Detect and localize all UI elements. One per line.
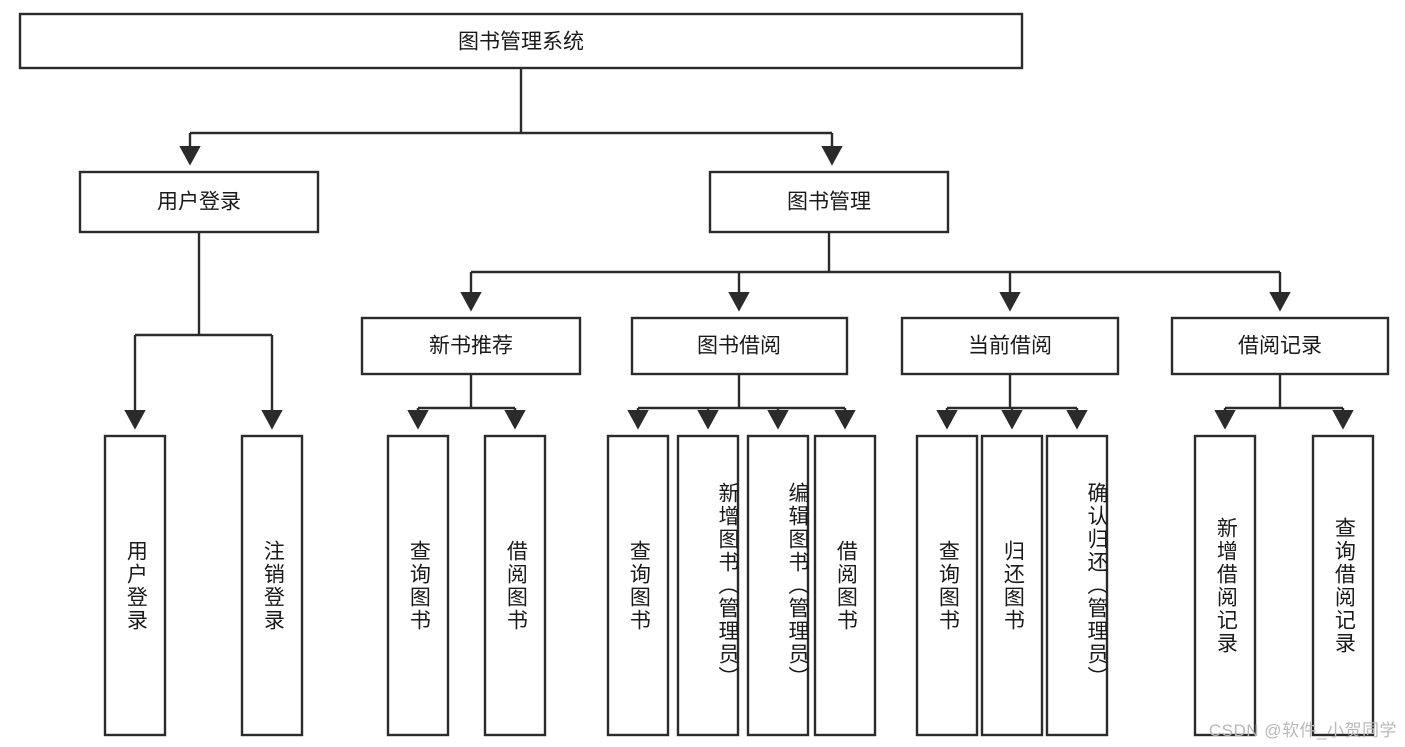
node-root-label: 图书管理系统	[458, 31, 584, 54]
connector-new-book-recommend-to-leaves	[407, 374, 526, 430]
connector-book-manage-to-level3	[460, 232, 1291, 312]
leaf-box-query-record[interactable]	[1311, 434, 1375, 737]
node-user-login-label: 用户登录	[157, 191, 241, 214]
node-book-manage-label: 图书管理	[787, 191, 871, 214]
node-root[interactable]: 图书管理系统	[18, 12, 1024, 70]
leaf-boxes	[103, 434, 1375, 737]
node-book-borrow[interactable]: 图书借阅	[630, 316, 849, 376]
leaf-box-add-record[interactable]	[1193, 434, 1257, 737]
leaf-box-borrow-book-2[interactable]	[813, 434, 877, 737]
leaf-box-query-book-2[interactable]	[606, 434, 670, 737]
leaf-box-user-login[interactable]	[103, 434, 167, 737]
leaf-box-edit-book[interactable]	[746, 434, 810, 737]
node-book-borrow-label: 图书借阅	[697, 335, 781, 358]
leaf-box-confirm-return[interactable]	[1045, 434, 1109, 737]
node-borrow-record-label: 借阅记录	[1238, 335, 1322, 358]
connector-root-to-level2	[179, 68, 843, 166]
node-current-borrow[interactable]: 当前借阅	[900, 316, 1120, 376]
node-borrow-record[interactable]: 借阅记录	[1170, 316, 1390, 376]
node-user-login[interactable]: 用户登录	[78, 170, 320, 234]
leaf-box-borrow-book-1[interactable]	[483, 434, 547, 737]
node-current-borrow-label: 当前借阅	[968, 335, 1052, 358]
node-new-book-recommend[interactable]: 新书推荐	[360, 316, 582, 376]
leaf-box-query-book-3[interactable]	[915, 434, 979, 737]
connector-current-borrow-to-leaves	[936, 374, 1088, 430]
connector-user-login-to-leaves	[124, 232, 283, 430]
node-book-manage[interactable]: 图书管理	[708, 170, 950, 234]
csdn-watermark: CSDN @软件_小贺同学	[1208, 721, 1397, 740]
leaf-box-add-book[interactable]	[676, 434, 740, 737]
leaf-box-user-logout[interactable]	[240, 434, 304, 737]
leaf-box-return-book[interactable]	[980, 434, 1044, 737]
leaf-box-query-book-1[interactable]	[386, 434, 450, 737]
connector-borrow-record-to-leaves	[1214, 374, 1354, 430]
node-new-book-recommend-label: 新书推荐	[429, 335, 513, 358]
connector-book-borrow-to-leaves	[627, 374, 856, 430]
